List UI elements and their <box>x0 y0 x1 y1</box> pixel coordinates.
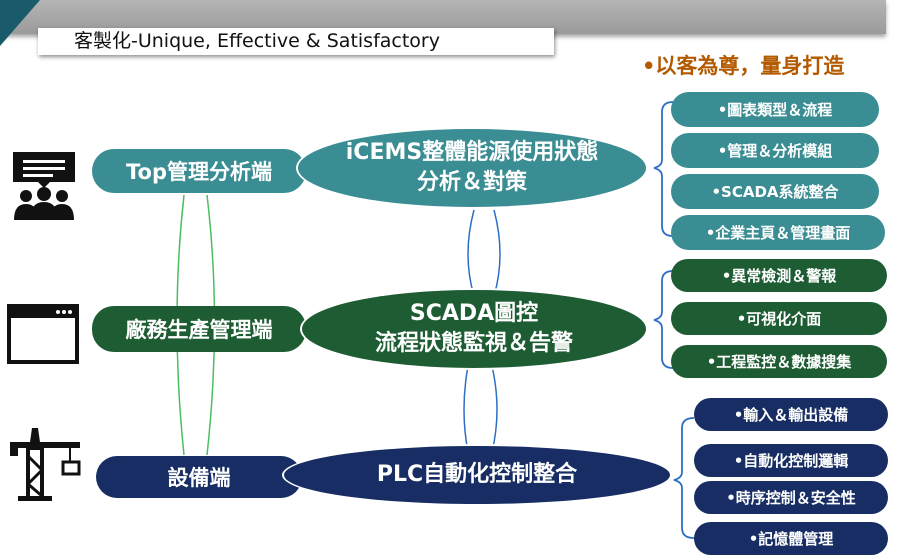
level-label-equipment: 設備端 <box>96 456 302 498</box>
feature-item: •自動化控制邏輯 <box>694 444 888 477</box>
presentation-audience-icon <box>13 152 75 220</box>
feature-item: •企業主頁＆管理畫面 <box>671 215 885 250</box>
center-node-line2: 流程狀態監視＆告警 <box>374 331 573 356</box>
crane-tower-icon <box>10 428 81 501</box>
center-node-icems: iCEMS整體能源使用狀態 分析＆對策 <box>296 127 648 209</box>
feature-item: •輸入＆輸出設備 <box>694 398 888 431</box>
feature-item: •異常檢測＆警報 <box>671 259 887 292</box>
feature-item: •記憶體管理 <box>694 522 888 555</box>
center-node-scada: SCADA圖控 流程狀態監視＆告警 <box>300 288 648 370</box>
center-node-line1: iCEMS整體能源使用狀態 <box>345 140 599 165</box>
center-node-line2: 分析＆對策 <box>416 170 527 195</box>
feature-item: •時序控制＆安全性 <box>694 481 888 514</box>
subtitle-banner: 客製化-Unique, Effective & Satisfactory <box>38 28 554 55</box>
level-label-plant-management: 廠務生產管理端 <box>92 306 306 352</box>
feature-item: •管理＆分析模組 <box>671 133 879 168</box>
feature-item: •SCADA系統整合 <box>671 174 879 209</box>
center-node-line1: PLC自動化控制整合 <box>376 462 578 487</box>
browser-window-icon <box>7 304 79 364</box>
center-node-line1: SCADA圖控 <box>409 301 539 326</box>
header-corner-accent <box>0 0 40 46</box>
level-label-top-management: Top管理分析端 <box>92 149 306 193</box>
feature-item: •工程監控＆數據搜集 <box>671 345 887 378</box>
feature-item: •圖表類型＆流程 <box>671 92 879 127</box>
feature-item: •可視化介面 <box>671 302 887 335</box>
center-node-plc: PLC自動化控制整合 <box>282 444 672 506</box>
slogan-text: •以客為尊，量身打造 <box>642 54 845 78</box>
